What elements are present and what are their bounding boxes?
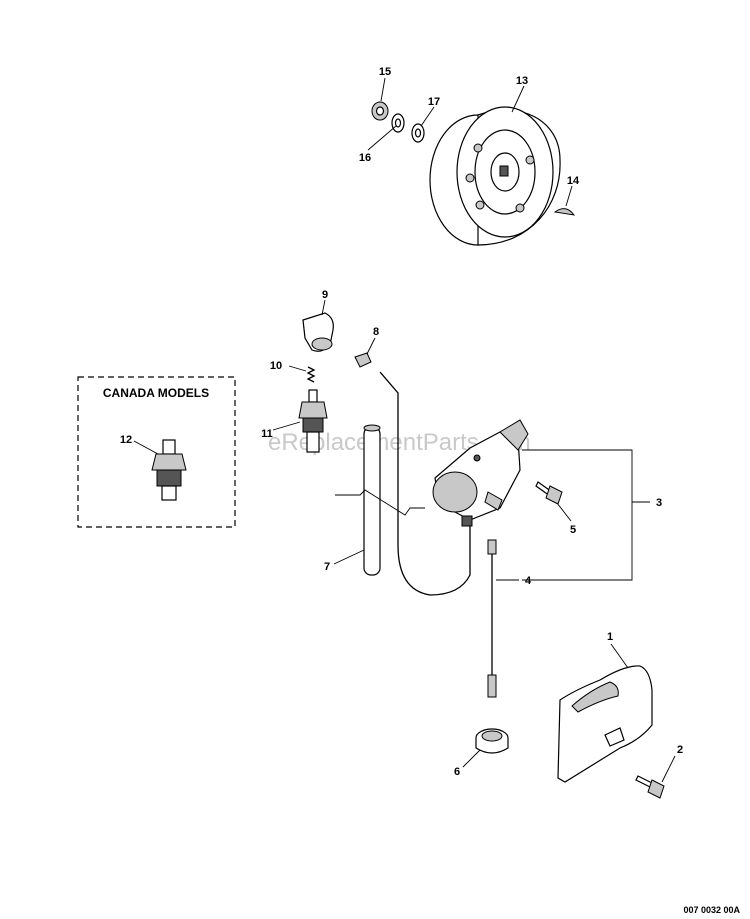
leader-lines bbox=[133, 77, 676, 783]
cover-screw bbox=[635, 775, 665, 799]
drawing-code: 007 0032 00A bbox=[683, 905, 740, 915]
flywheel bbox=[429, 106, 561, 246]
spark-plug-boot bbox=[302, 312, 334, 352]
callout-15: 15 bbox=[379, 66, 391, 78]
callout-12: 12 bbox=[120, 434, 132, 446]
callout-5: 5 bbox=[570, 524, 576, 536]
callout-1: 1 bbox=[607, 631, 613, 643]
spark-plug bbox=[298, 389, 328, 453]
canada-models-box: CANADA MODELS bbox=[77, 376, 236, 528]
canada-spark-plug bbox=[151, 439, 187, 501]
break-line bbox=[335, 489, 425, 516]
callout-14: 14 bbox=[567, 175, 580, 187]
armature-screw bbox=[535, 481, 563, 505]
callout-6: 6 bbox=[454, 766, 460, 778]
callout-13: 13 bbox=[516, 75, 528, 87]
ignition-armature bbox=[432, 419, 529, 527]
canada-models-label: CANADA MODELS bbox=[103, 386, 209, 400]
wire-cap bbox=[354, 352, 372, 368]
flywheel-lock-washer bbox=[411, 123, 425, 143]
ignition-cover bbox=[557, 665, 653, 783]
flywheel-washer bbox=[391, 113, 405, 133]
callout-11: 11 bbox=[261, 428, 273, 440]
callout-16: 16 bbox=[359, 152, 371, 164]
callout-17: 17 bbox=[428, 96, 440, 108]
ignition-wire bbox=[379, 371, 471, 596]
callout-10: 10 bbox=[270, 360, 282, 372]
grommet bbox=[475, 728, 509, 754]
callout-2: 2 bbox=[677, 744, 683, 756]
assembly-bracket bbox=[522, 449, 633, 581]
flywheel-nut bbox=[371, 101, 389, 121]
stop-wire bbox=[487, 539, 497, 698]
flywheel-key bbox=[553, 208, 576, 216]
callout-8: 8 bbox=[373, 326, 379, 338]
conduit-tube bbox=[363, 424, 381, 576]
callout-4: 4 bbox=[525, 575, 532, 587]
callout-7: 7 bbox=[324, 561, 330, 573]
callout-3: 3 bbox=[656, 497, 662, 509]
terminal-spring bbox=[306, 366, 316, 383]
callout-9: 9 bbox=[322, 289, 328, 301]
